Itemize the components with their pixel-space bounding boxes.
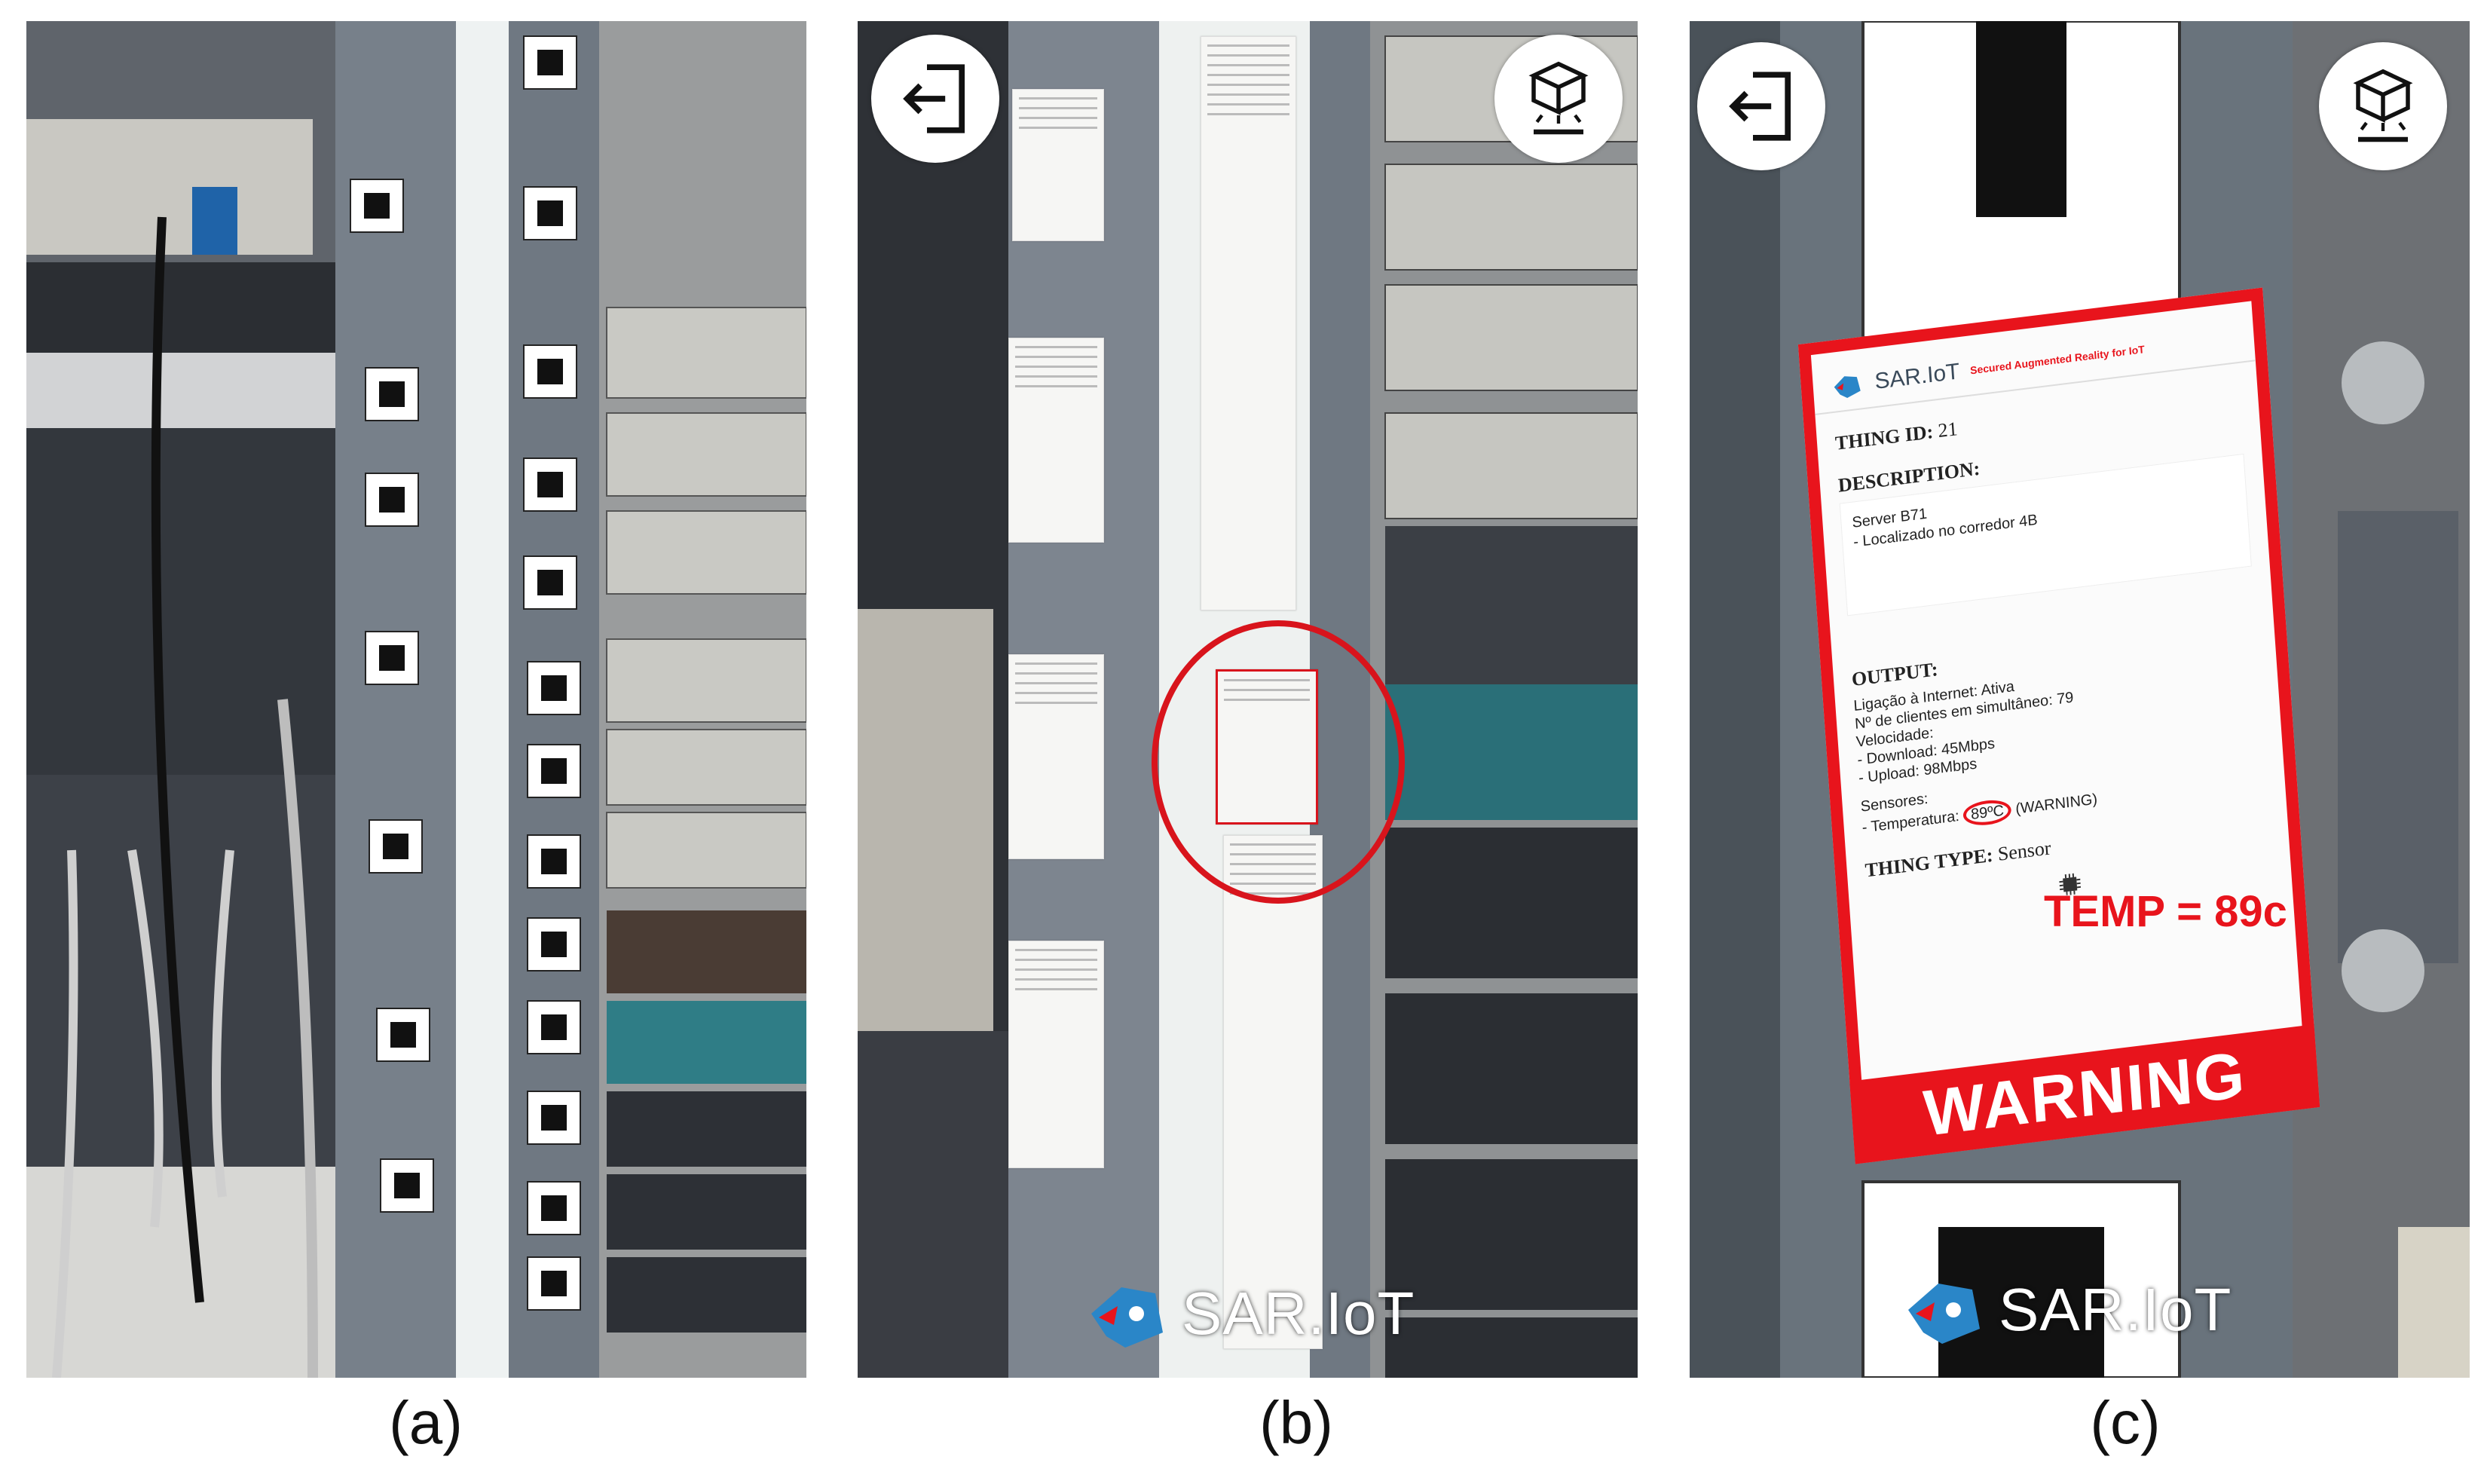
rack-photo-a: [26, 21, 806, 1378]
sar-iot-brand: SAR.IoT: [1901, 1268, 2232, 1351]
temp-callout: TEMP = 89c: [2044, 887, 2287, 936]
exit-button[interactable]: [871, 35, 999, 163]
sar-iot-logo: [1834, 376, 1861, 398]
ar-info-card[interactable]: [1012, 89, 1104, 241]
ar-info-card[interactable]: [1008, 941, 1104, 1168]
ar-projection-icon: [2353, 69, 2413, 142]
photo-panel-c: SAR.IoT Secured Augmented Reality for Io…: [1690, 21, 2470, 1378]
thing-id-value: 21: [1937, 418, 1959, 442]
temperature-status: (WARNING): [2014, 791, 2098, 818]
temperature-value: 89ºC: [1962, 797, 2012, 828]
sar-iot-logo: [1091, 1287, 1163, 1348]
highlight-circle: [1152, 620, 1405, 904]
ar-info-card[interactable]: [1008, 654, 1104, 859]
chip-icon: [2059, 873, 2082, 896]
thing-type-label: THING TYPE:: [1864, 843, 1994, 882]
sar-iot-logo: [1908, 1284, 1980, 1344]
card-tagline: Secured Augmented Reality for IoT: [1969, 343, 2146, 377]
ar-info-card-stack[interactable]: [1201, 36, 1296, 610]
exit-button[interactable]: [1697, 42, 1825, 170]
photo-panel-a: [26, 21, 806, 1378]
thing-type-value: Sensor: [1996, 837, 2052, 865]
ar-info-card-stack[interactable]: [1223, 835, 1323, 1349]
thing-id-label: THING ID:: [1834, 421, 1935, 454]
card-header: SAR.IoT Secured Augmented Reality for Io…: [1810, 301, 2256, 415]
card-brand-name: SAR.IoT: [1874, 359, 1961, 395]
brand-name: SAR.IoT: [1999, 1276, 2232, 1343]
caption-c: (c): [2090, 1389, 2161, 1456]
ar-projection-button[interactable]: [2319, 42, 2447, 170]
caption-a: (a): [389, 1389, 463, 1456]
sar-iot-brand: SAR.IoT: [1084, 1272, 1415, 1355]
exit-icon: [903, 64, 965, 133]
ar-projection-button[interactable]: [1494, 35, 1623, 163]
caption-b: (b): [1259, 1389, 1333, 1456]
ar-info-card[interactable]: [1008, 338, 1104, 543]
rack-photo-c: [1690, 21, 2470, 1378]
exit-icon: [1729, 72, 1791, 141]
ar-thing-card[interactable]: SAR.IoT Secured Augmented Reality for Io…: [1797, 287, 2320, 1164]
brand-name: SAR.IoT: [1182, 1280, 1415, 1347]
photo-panel-b: SAR.IoT: [858, 21, 1638, 1378]
ar-projection-icon: [1528, 61, 1589, 135]
